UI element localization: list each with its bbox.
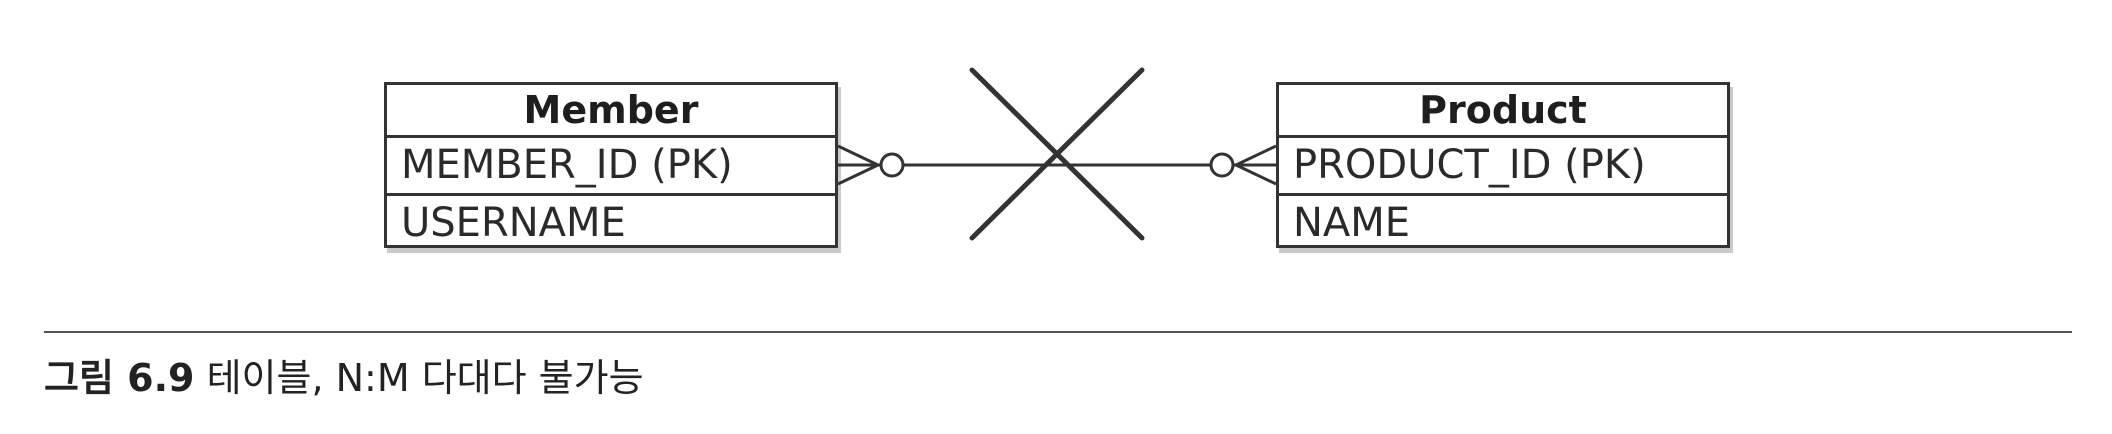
member-optional-circle-icon — [879, 152, 905, 178]
entity-member-attr: USERNAME — [401, 200, 626, 246]
product-crows-foot-icon — [1235, 144, 1277, 186]
entity-product-attr: NAME — [1293, 200, 1411, 246]
member-crows-foot-icon — [837, 144, 879, 186]
caption-divider — [44, 331, 2072, 333]
figure-caption: 그림 6.9 테이블, N:M 다대다 불가능 — [44, 348, 644, 408]
figure-label: 그림 6.9 — [44, 356, 195, 400]
entity-member-attr-pk: MEMBER_ID (PK) — [387, 138, 835, 196]
entity-member-title: Member — [387, 85, 835, 138]
entity-product: Product PRODUCT_ID (PK) NAME — [1276, 82, 1730, 248]
figure-caption-text: 테이블, N:M 다대다 불가능 — [206, 356, 644, 400]
relationship-connector — [837, 67, 1277, 241]
entity-member: Member MEMBER_ID (PK) USERNAME — [384, 82, 838, 248]
entity-product-title: Product — [1279, 85, 1727, 138]
entity-product-attr-pk: PRODUCT_ID (PK) — [1279, 138, 1727, 196]
product-optional-circle-icon — [1209, 152, 1235, 178]
x-mark-icon — [969, 67, 1145, 241]
